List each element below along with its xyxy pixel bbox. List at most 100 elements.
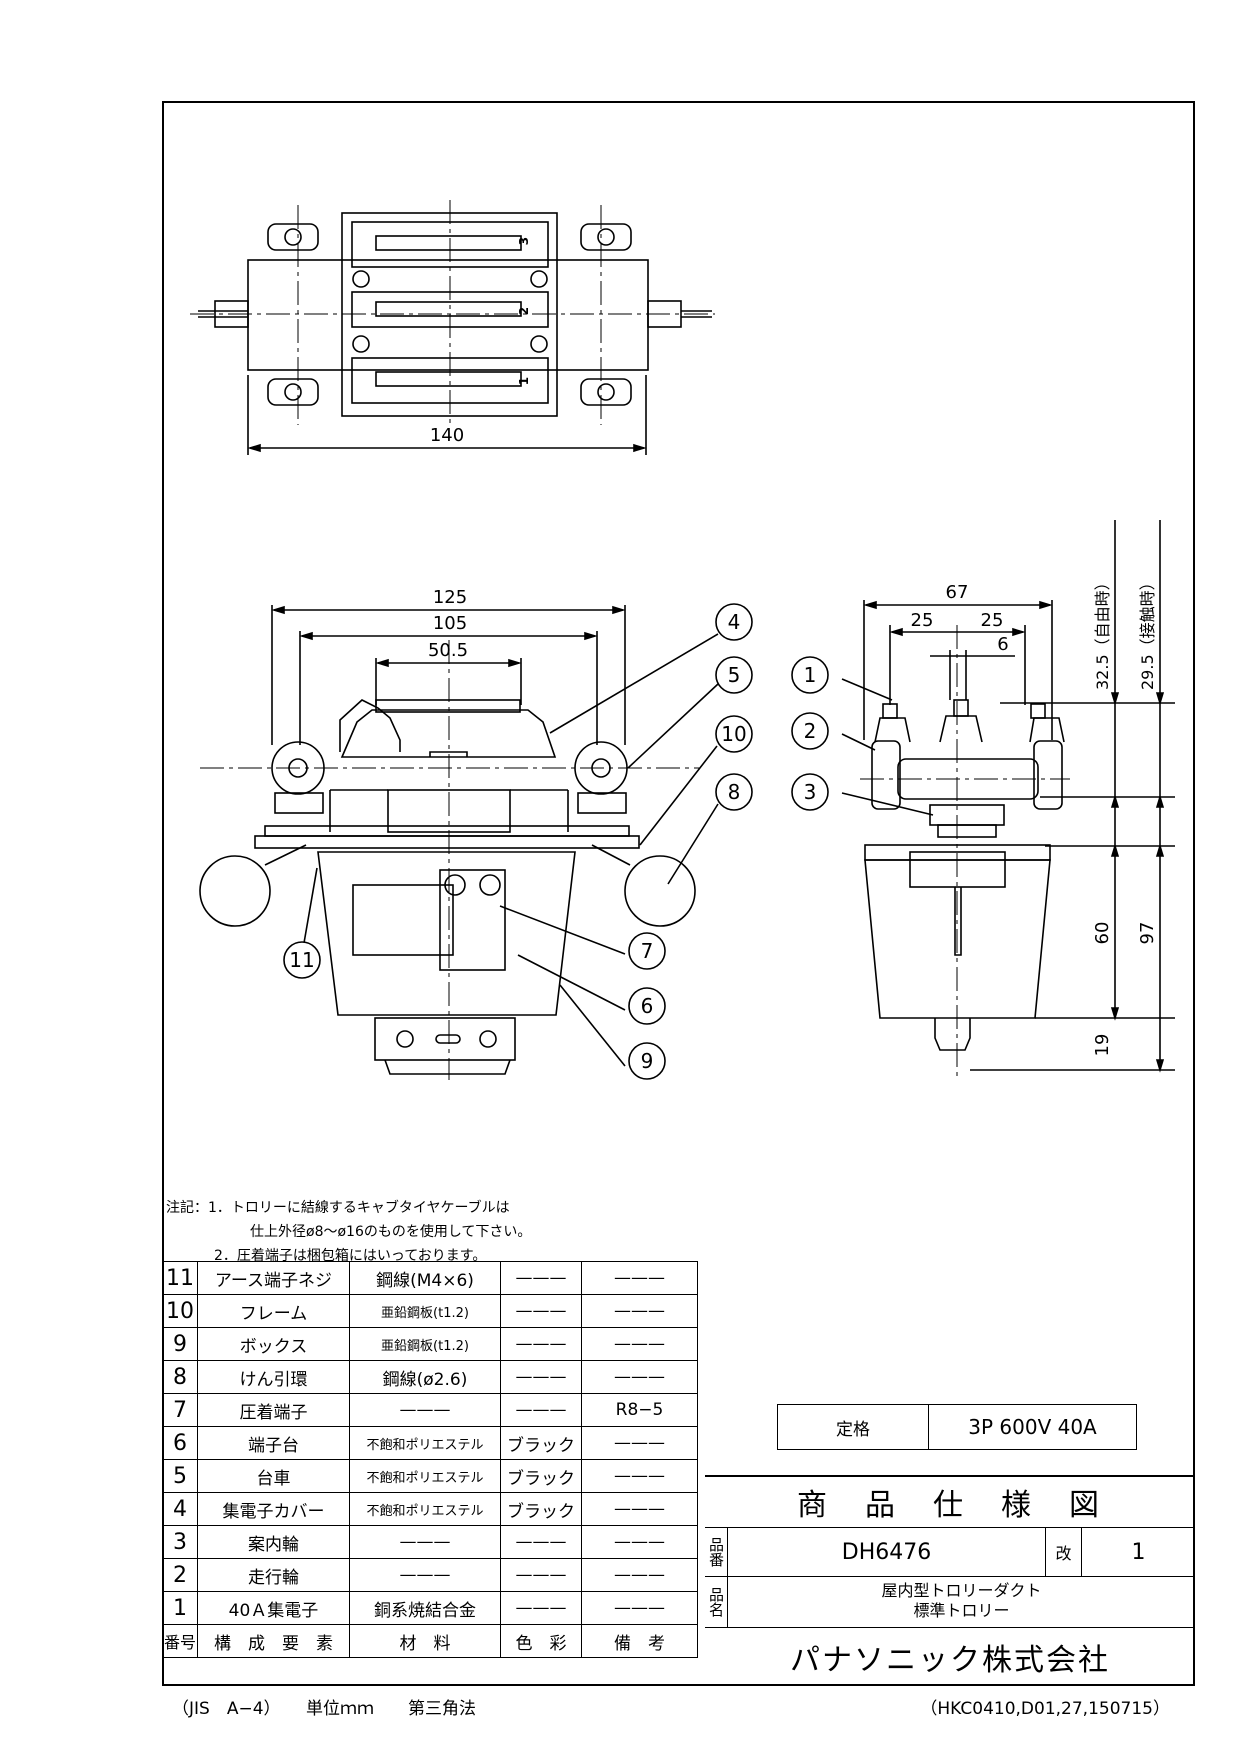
parts-cell-material: 鋼線(ø2.6) xyxy=(349,1360,501,1394)
product-name: 屋内型トロリーダクト 標準トロリー xyxy=(728,1581,1195,1621)
parts-cell-name: 案内輪 xyxy=(197,1525,350,1559)
parts-cell-material: 亜鉛鋼板(t1.2) xyxy=(349,1294,501,1328)
parts-cell-name: けん引環 xyxy=(197,1360,350,1394)
callout-8-label: 8 xyxy=(728,780,741,804)
terminal-1-mark: 1 xyxy=(517,377,531,385)
dim-25b: 25 xyxy=(981,610,1004,631)
parts-cell-color: ——— xyxy=(500,1360,582,1394)
product-name-row: 品名 屋内型トロリーダクト 標準トロリー xyxy=(705,1577,1195,1628)
parts-cell-material: 不飽和ポリエステル xyxy=(349,1459,501,1493)
parts-cell-color: ブラック xyxy=(500,1459,582,1493)
parts-cell-no: 6 xyxy=(162,1426,198,1460)
parts-cell-color: ——— xyxy=(500,1525,582,1559)
parts-cell-color: ——— xyxy=(500,1261,582,1295)
side-view xyxy=(841,520,1175,1080)
part-no-label: 品番 xyxy=(705,1528,728,1576)
parts-cell-color: ——— xyxy=(500,1393,582,1427)
parts-cell-remarks: ——— xyxy=(581,1591,698,1625)
parts-cell-material: 不飽和ポリエステル xyxy=(349,1492,501,1526)
dim-32-5: 32.5（自由時） xyxy=(1093,574,1112,690)
parts-cell-no: 2 xyxy=(162,1558,198,1592)
company-name: パナソニック株式会社 xyxy=(790,1643,1110,1678)
parts-cell-remarks: ——— xyxy=(581,1459,698,1493)
dim-97: 97 xyxy=(1137,922,1158,945)
header-no: 番号 xyxy=(162,1624,198,1658)
parts-cell-remarks: ——— xyxy=(581,1492,698,1526)
parts-cell-name: 台車 xyxy=(197,1459,350,1493)
dim-6: 6 xyxy=(997,634,1008,655)
notes: 注記：1．トロリーに結線するキャブタイヤケーブルは 仕上外径ø8～ø16のものを… xyxy=(166,1196,531,1268)
terminal-3-mark: 3 xyxy=(517,237,531,245)
parts-cell-material: 亜鉛鋼板(t1.2) xyxy=(349,1327,501,1361)
rating-label: 定格 xyxy=(778,1405,929,1449)
parts-cell-material: ——— xyxy=(349,1558,501,1592)
parts-cell-no: 7 xyxy=(162,1393,198,1427)
parts-cell-remarks: ——— xyxy=(581,1294,698,1328)
header-name: 構 成 要 素 xyxy=(197,1624,350,1658)
parts-cell-no: 10 xyxy=(162,1294,198,1328)
callout-7-label: 7 xyxy=(641,939,654,963)
dim-19: 19 xyxy=(1092,1034,1113,1057)
parts-cell-no: 4 xyxy=(162,1492,198,1526)
parts-cell-name: アース端子ネジ xyxy=(197,1261,350,1295)
header-material: 材 料 xyxy=(349,1624,501,1658)
spec-title: 商 品 仕 様 図 xyxy=(705,1477,1195,1528)
callout-6-label: 6 xyxy=(641,994,654,1018)
parts-cell-color: ——— xyxy=(500,1327,582,1361)
parts-header-row: 番号 構 成 要 素 材 料 色 彩 備 考 xyxy=(162,1624,698,1658)
callout-1 xyxy=(791,656,829,694)
callout-3 xyxy=(791,773,829,811)
parts-cell-remarks: ——— xyxy=(581,1261,698,1295)
callout-9-label: 9 xyxy=(641,1049,654,1073)
parts-cell-name: 端子台 xyxy=(197,1426,350,1460)
top-view xyxy=(190,200,715,455)
rev-label: 改 xyxy=(1046,1528,1082,1576)
footer-left: （JIS A−4） 単位ｍｍ 第三角法 xyxy=(172,1699,477,1719)
parts-cell-material: ——— xyxy=(349,1393,501,1427)
title-block: 商 品 仕 様 図 品番 DH6476 改 1 品名 屋内型トロリーダクト 標準… xyxy=(705,1475,1195,1688)
parts-cell-no: 8 xyxy=(162,1360,198,1394)
parts-cell-name: 圧着端子 xyxy=(197,1393,350,1427)
callout-1-label: 1 xyxy=(804,663,817,687)
rating-value: 3P 600V 40A xyxy=(968,1415,1097,1439)
product-name-label: 品名 xyxy=(705,1577,728,1627)
parts-cell-color: ブラック xyxy=(500,1492,582,1526)
parts-cell-name: ボックス xyxy=(197,1327,350,1361)
parts-cell-remarks: ——— xyxy=(581,1525,698,1559)
note-line-3: 2．圧着端子は梱包箱にはいっております。 xyxy=(214,1248,487,1264)
parts-cell-remarks: ——— xyxy=(581,1426,698,1460)
parts-cell-name: フレーム xyxy=(197,1294,350,1328)
header-remarks: 備 考 xyxy=(581,1624,698,1658)
header-color: 色 彩 xyxy=(500,1624,582,1658)
callout-5-label: 5 xyxy=(728,663,741,687)
parts-cell-no: 11 xyxy=(162,1261,198,1295)
parts-cell-material: 不飽和ポリエステル xyxy=(349,1426,501,1460)
parts-cell-color: ——— xyxy=(500,1294,582,1328)
parts-cell-remarks: R8−5 xyxy=(581,1393,698,1427)
callout-7 xyxy=(628,932,666,970)
parts-cell-remarks: ——— xyxy=(581,1327,698,1361)
part-no: DH6476 xyxy=(728,1528,1046,1576)
parts-cell-color: ——— xyxy=(500,1558,582,1592)
front-view xyxy=(199,605,719,1080)
parts-cell-no: 5 xyxy=(162,1459,198,1493)
rev-value: 1 xyxy=(1131,1539,1146,1565)
dim-25a: 25 xyxy=(911,610,934,631)
callout-3-label: 3 xyxy=(804,780,817,804)
parts-cell-remarks: ——— xyxy=(581,1360,698,1394)
dim-29-5: 29.5（接触時） xyxy=(1138,574,1157,690)
dim-67: 67 xyxy=(946,582,969,603)
dim-140: 140 xyxy=(430,425,464,446)
parts-cell-name: 集電子カバー xyxy=(197,1492,350,1526)
callout-11-label: 11 xyxy=(289,948,314,972)
